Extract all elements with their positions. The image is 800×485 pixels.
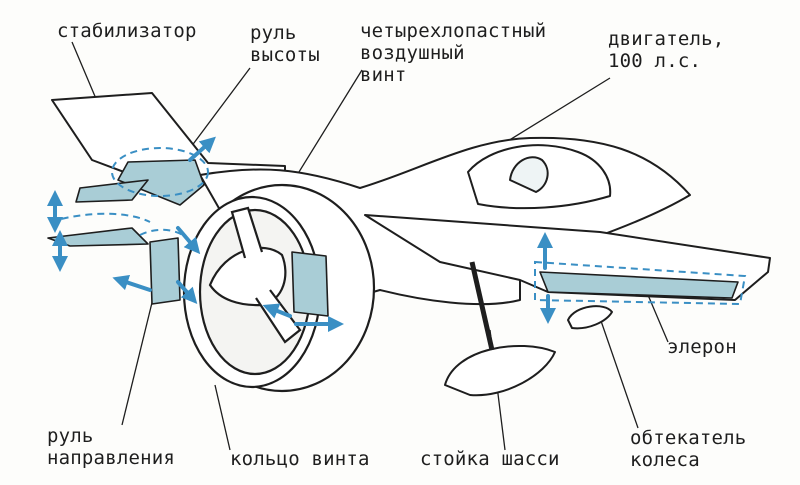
aileron-surface bbox=[539, 271, 739, 299]
leader-wheel-fairing bbox=[599, 317, 639, 429]
gear-strut-shape bbox=[469, 261, 495, 351]
control-surfaces bbox=[47, 159, 739, 317]
label-wheel-fairing-line-2: колеса bbox=[630, 449, 700, 471]
label-propeller-line-2: воздушный bbox=[360, 42, 465, 64]
arrow-elevator-up bbox=[188, 136, 216, 162]
wheel-fairing-shape bbox=[444, 345, 556, 397]
label-rudder: руль направления bbox=[47, 425, 175, 469]
arrow-ring-left bbox=[262, 303, 292, 319]
pilot-helmet bbox=[509, 156, 549, 193]
label-prop-ring-text: кольцо винта bbox=[230, 448, 370, 470]
elevator-left-surface bbox=[75, 179, 149, 203]
rudder-surface-right bbox=[291, 251, 329, 317]
arrow-rudder-left bbox=[112, 274, 152, 292]
label-elevator: руль высоты bbox=[250, 22, 320, 66]
label-wheel-fairing: обтекатель колеса bbox=[630, 427, 746, 471]
label-gear-strut-text: стойка шасси bbox=[420, 448, 560, 470]
label-aileron-text: элерон bbox=[667, 336, 737, 358]
leader-prop-ring bbox=[214, 384, 231, 451]
aileron-motion-path bbox=[534, 260, 747, 306]
prop-blade-1 bbox=[230, 206, 264, 259]
label-rudder-line-2: направления bbox=[47, 447, 176, 469]
prop-ring-group bbox=[182, 183, 376, 393]
label-gear-strut: стойка шасси bbox=[420, 448, 560, 470]
label-propeller-line-3: винт bbox=[360, 64, 407, 86]
label-propeller: четырехлопастный воздушный винт bbox=[360, 20, 546, 86]
spinner-shape bbox=[208, 246, 287, 307]
elevator-upper-surface bbox=[117, 159, 205, 206]
label-elevator-line-2: высоты bbox=[250, 44, 320, 66]
label-rudder-line-1: руль bbox=[47, 425, 94, 447]
tail-motion-path bbox=[49, 212, 151, 223]
label-propeller-line-1: четырехлопастный bbox=[360, 20, 547, 42]
label-prop-ring: кольцо винта bbox=[230, 448, 370, 470]
label-stabilizer: стабилизатор bbox=[57, 20, 197, 42]
label-engine-line-1: двигатель, bbox=[608, 28, 725, 50]
small-fairing-shape bbox=[567, 305, 613, 330]
label-stabilizer-text: стабилизатор bbox=[57, 20, 197, 42]
arrow-rudder-right bbox=[176, 280, 198, 305]
label-engine: двигатель, 100 л.с. bbox=[608, 28, 724, 72]
label-wheel-fairing-line-1: обтекатель bbox=[630, 427, 747, 449]
label-aileron: элерон bbox=[667, 336, 737, 358]
label-engine-line-2: 100 л.с. bbox=[608, 50, 702, 72]
elevator-lower-surface bbox=[47, 227, 149, 247]
rudder-surface-left bbox=[149, 237, 181, 305]
label-elevator-line-1: руль bbox=[250, 22, 297, 44]
motion-arrows bbox=[47, 136, 556, 332]
arrow-rudder-down bbox=[176, 226, 201, 255]
elevator-motion-path bbox=[111, 147, 209, 197]
